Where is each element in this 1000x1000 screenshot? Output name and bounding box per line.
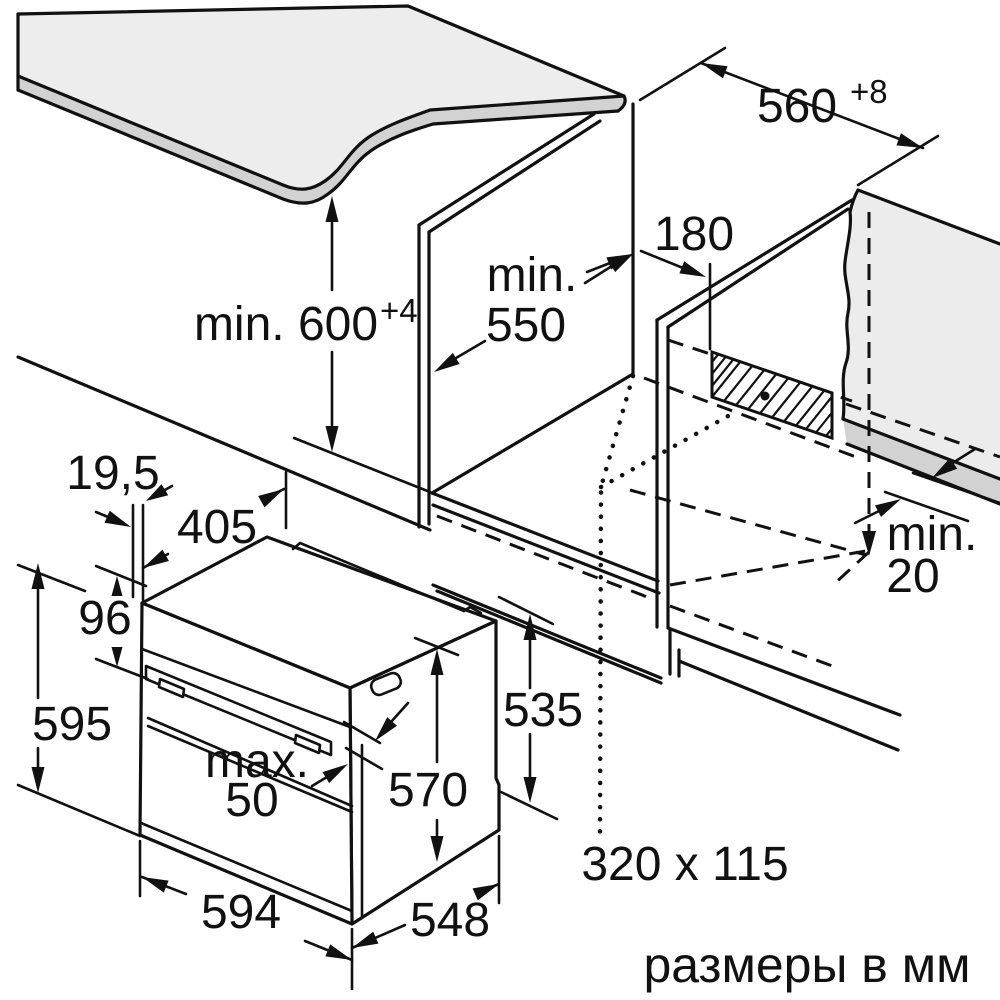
label-door-protrusion-2: 50 [225,774,278,827]
niche-floor-left-edge [430,372,635,495]
label-niche-width-tolerance: +8 [850,73,888,110]
label-rear-gap-2: 20 [886,550,939,603]
label-vent-offset: 180 [654,208,734,261]
base-run-front-line [16,355,432,532]
label-body-depth: 548 [410,894,490,947]
arrowheads [31,63,958,960]
label-socket-area: 320 x 115 [581,838,788,891]
right-panel-front-edge [655,318,670,629]
hidden-corner-arrowhead [862,531,876,556]
vent-hatching [711,353,833,437]
label-panel-height: 96 [78,592,131,645]
left-panel-front-edge [417,223,431,529]
niche-floor-front-edge [430,491,660,583]
label-front-width: 594 [201,886,281,939]
label-door-protrusion-1: max. [205,735,309,788]
worktop [16,4,627,205]
side-grip-recess [369,671,403,697]
socket-position-dotted [597,373,740,836]
label-body-height: 570 [388,764,468,817]
label-niche-width: 560 [757,80,837,133]
label-front-overhang: 19,5 [66,447,159,500]
right-base-run [666,626,902,752]
label-niche-depth-1: min. [487,249,578,302]
label-inner-height: 535 [503,684,583,737]
control-panel-line [140,647,352,729]
rear-wall-bottom-band [843,419,1000,504]
right-panel-plinth [668,628,681,678]
extension-lines [16,46,1000,991]
dimension-labels: min. 600 +4 560 +8 min. 550 180 min. 20 … [32,73,977,947]
plinth-lines [431,583,663,685]
rear-wall [841,188,1000,506]
door-top-lines [146,716,354,814]
oven [138,535,501,926]
label-niche-height-tolerance: +4 [380,292,418,329]
label-front-height: 595 [32,698,112,751]
oven-top-trim [291,541,483,615]
vent-center-dot [760,391,770,401]
door-bottom-line [139,821,354,913]
right-panel-top-edge [655,198,854,329]
rear-wall-surface [843,190,1000,479]
label-niche-depth-2: 550 [486,299,566,352]
left-panel-top-edge [417,112,602,234]
niche-floor-bottom-line [431,503,661,595]
label-grip-depth: 405 [177,501,257,554]
torn-edge [841,188,860,421]
cabinet-niche [16,102,902,752]
worktop-top-surface [18,6,624,190]
label-rear-gap-1: min. [887,508,978,561]
units-caption: размеры в мм [643,937,970,993]
label-niche-height: min. 600 [194,298,378,351]
vent-cutout [710,349,834,441]
oven-handle [144,664,333,757]
